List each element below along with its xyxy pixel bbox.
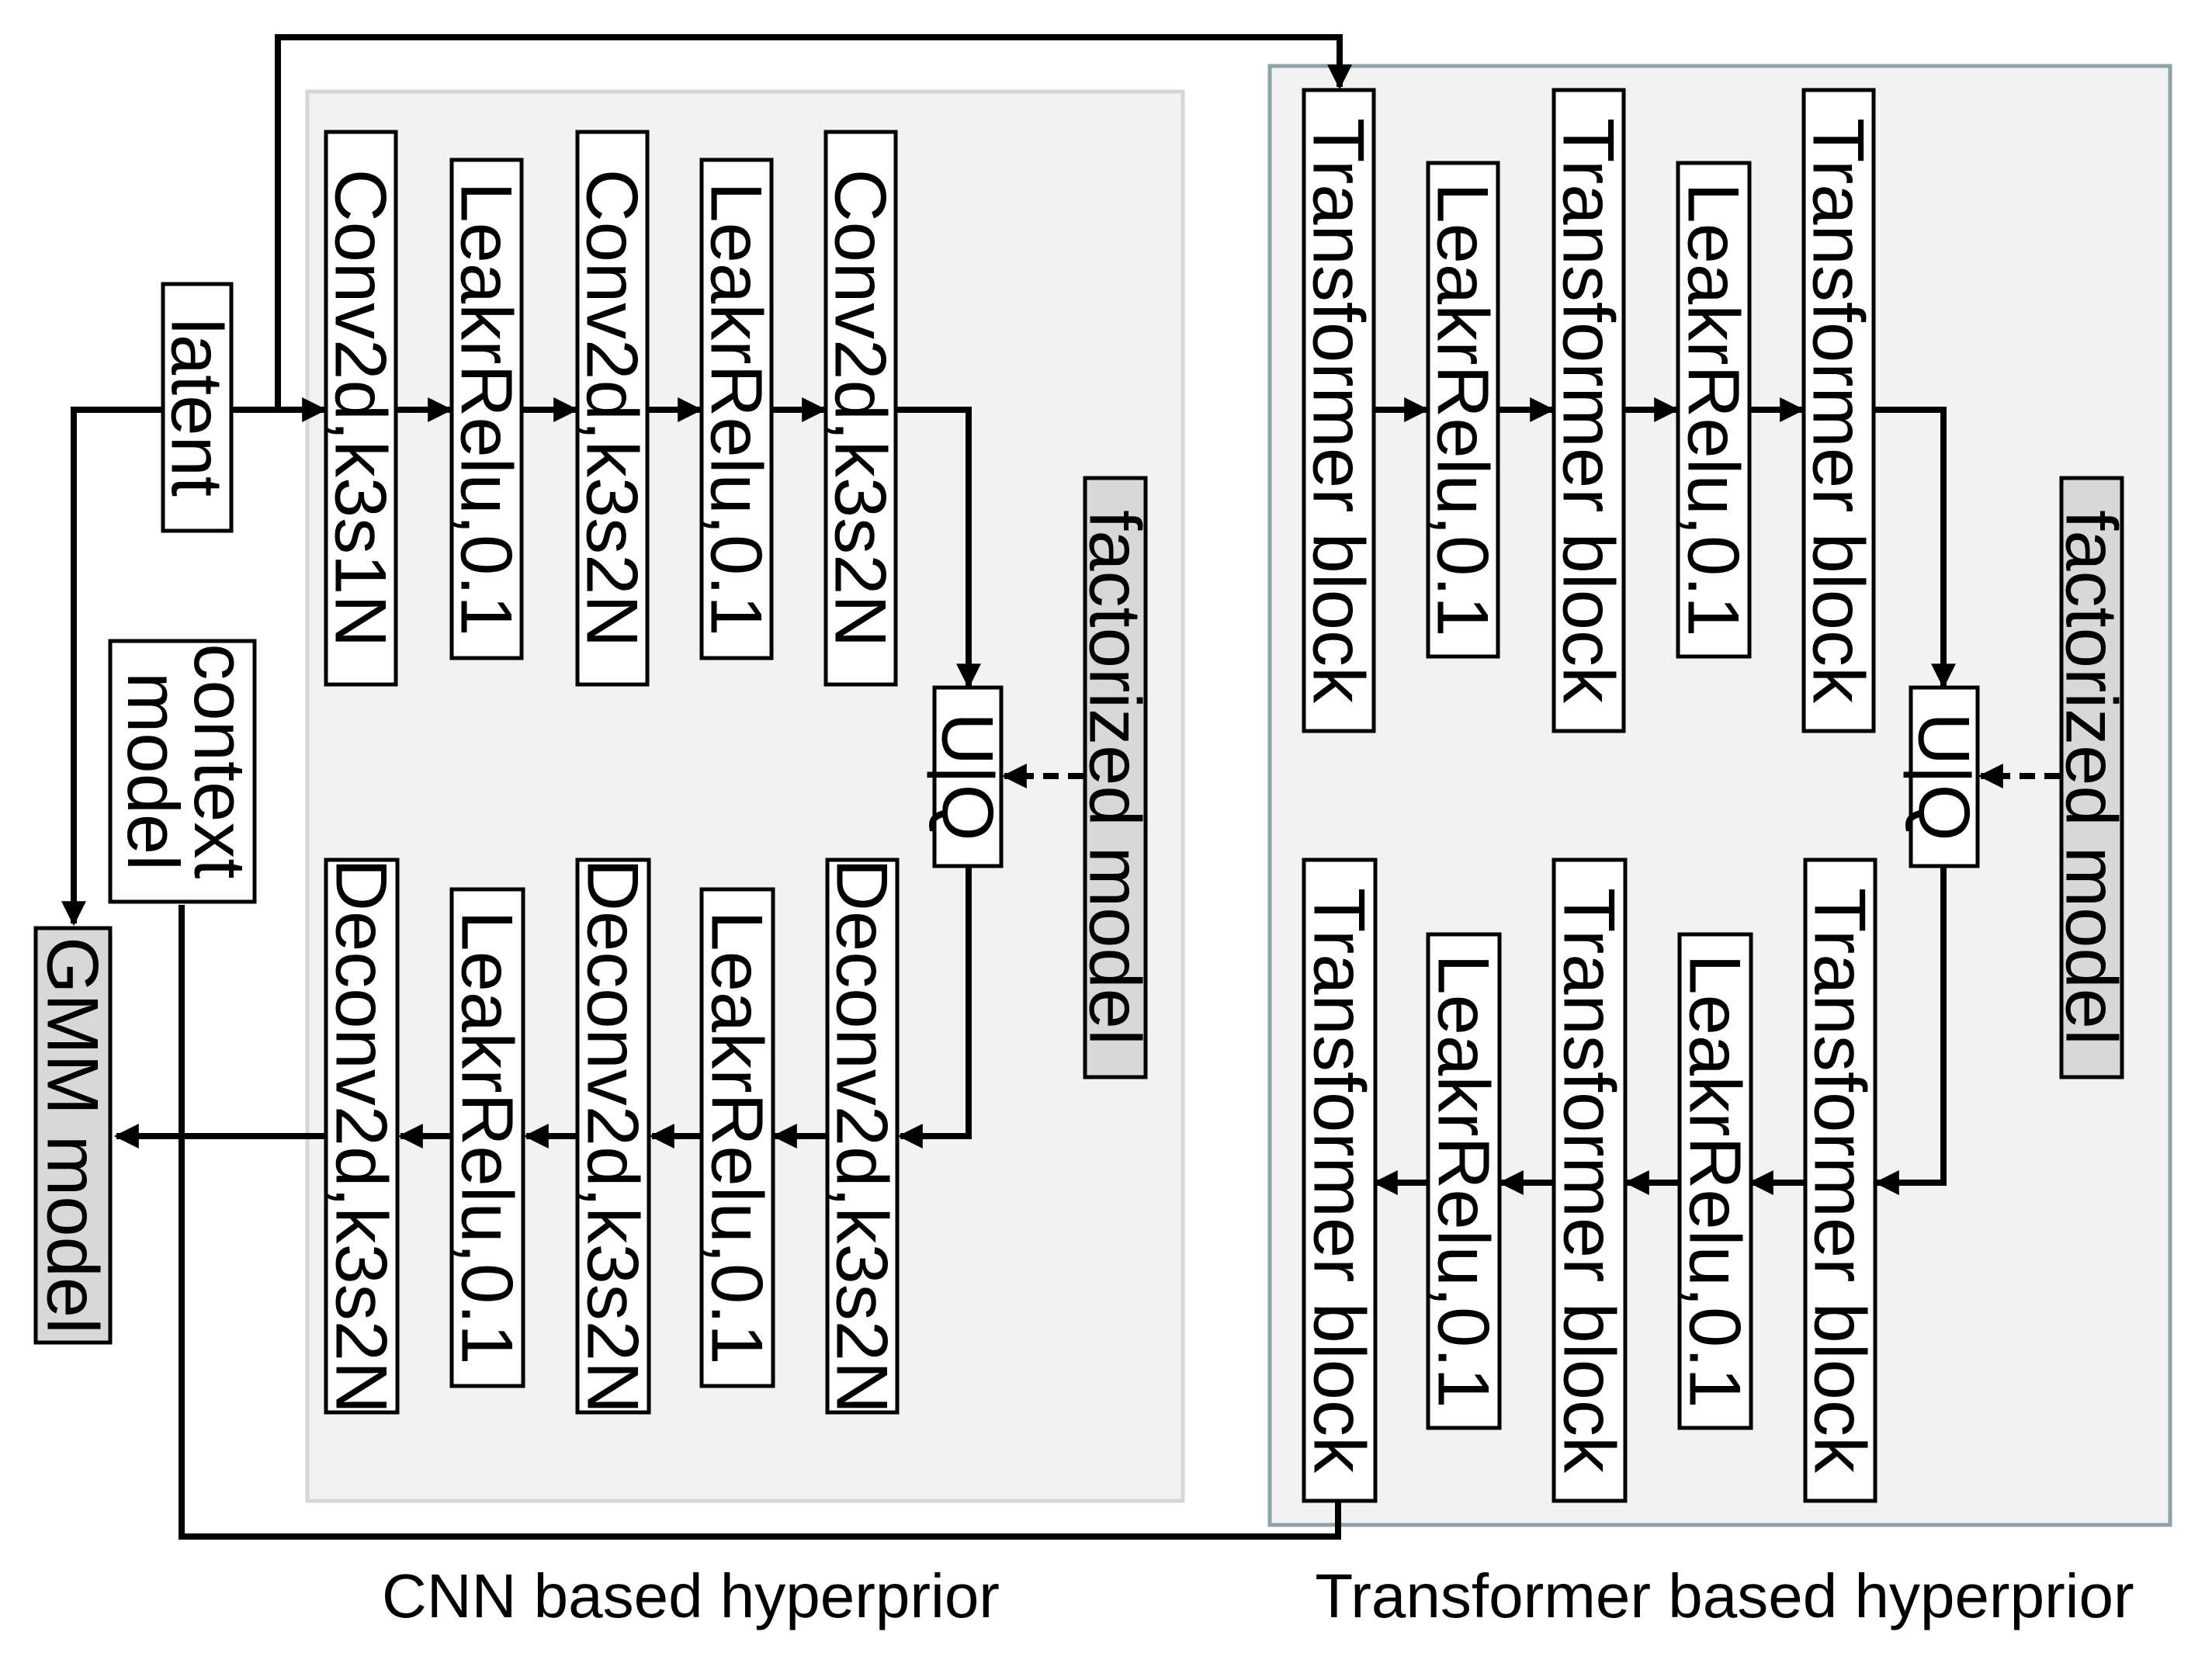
cnn-enc-conv3-label: Conv2d,k3s2N bbox=[820, 169, 902, 648]
cnn-dec-relu2-label: LeakrRelu,0.1 bbox=[447, 910, 529, 1364]
arrow-tr-uq-d1 bbox=[1874, 866, 1947, 1195]
tr-enc-block3-label: Transformer block bbox=[1798, 118, 1880, 704]
connectors bbox=[61, 34, 2060, 1540]
node-tr-enc-relu1: LeakrRelu,0.1 bbox=[1423, 161, 1504, 659]
node-cnn-enc-relu2: LeakrRelu,0.1 bbox=[696, 158, 778, 660]
tr-enc-block1-label: Transformer block bbox=[1298, 118, 1380, 704]
latent-label: latent bbox=[157, 318, 238, 497]
context-model-line2: model bbox=[113, 672, 194, 871]
cnn-dec-deconv3-label: Deconv2d,k3s2N bbox=[321, 858, 403, 1414]
cnn-enc-conv1-label: Conv2d,k3s1N bbox=[321, 169, 402, 648]
node-context-model: context model bbox=[108, 639, 261, 904]
node-gmm-model: GMM model bbox=[33, 926, 114, 1345]
node-cnn-factorized-model: factorized model bbox=[1075, 476, 1156, 1079]
arrow-tr-e5-uq bbox=[1874, 407, 1956, 689]
node-tr-factorized-model: factorized model bbox=[2051, 476, 2133, 1079]
node-tr-enc-relu2: LeakrRelu,0.1 bbox=[1673, 161, 1755, 659]
tr-enc-block2-label: Transformer block bbox=[1548, 118, 1630, 704]
svg-text:context model: context model bbox=[113, 643, 261, 899]
cnn-enc-relu1-label: LeakrRelu,0.1 bbox=[446, 182, 528, 636]
transformer-caption: Transformer based hyperprior bbox=[1315, 1561, 2134, 1630]
tr-enc-relu2-label: LeakrRelu,0.1 bbox=[1673, 182, 1755, 636]
node-latent: latent bbox=[157, 282, 238, 533]
node-cnn-dec-relu2: LeakrRelu,0.1 bbox=[447, 887, 529, 1388]
node-cnn-dec-deconv2: Deconv2d,k3s2N bbox=[573, 858, 654, 1415]
node-cnn-enc-conv3: Conv2d,k3s2N bbox=[820, 130, 902, 687]
node-cnn-enc-conv1: Conv2d,k3s1N bbox=[321, 130, 402, 687]
node-cnn-uq: U|Q bbox=[927, 685, 1009, 868]
node-tr-dec-block1: Transformer block bbox=[1800, 858, 1881, 1503]
tr-dec-relu2-label: LeakrRelu,0.1 bbox=[1423, 954, 1505, 1408]
cnn-enc-conv2-label: Conv2d,k3s2N bbox=[572, 169, 654, 648]
tr-dec-block2-label: Transformer block bbox=[1549, 888, 1631, 1474]
cnn-dec-deconv1-label: Deconv2d,k3s2N bbox=[822, 858, 903, 1414]
node-tr-enc-block1: Transformer block bbox=[1298, 88, 1380, 733]
node-tr-dec-block3: Transformer block bbox=[1299, 858, 1381, 1503]
arrow-latent-to-gmm bbox=[61, 407, 161, 927]
cnn-factorized-label: factorized model bbox=[1075, 510, 1156, 1045]
node-tr-dec-relu1: LeakrRelu,0.1 bbox=[1675, 932, 1756, 1430]
node-cnn-dec-deconv1: Deconv2d,k3s2N bbox=[822, 858, 903, 1415]
line-context-to-transformer bbox=[179, 905, 1341, 1540]
node-tr-uq: U|Q bbox=[1904, 685, 1985, 868]
node-cnn-enc-conv2: Conv2d,k3s2N bbox=[572, 130, 654, 687]
arrow-latent-to-transformer bbox=[275, 34, 1352, 410]
cnn-caption: CNN based hyperprior bbox=[382, 1561, 1000, 1630]
arrow-cnn-uq-d1 bbox=[897, 866, 972, 1149]
tr-uq-label: U|Q bbox=[1904, 712, 1985, 840]
node-cnn-dec-deconv3: Deconv2d,k3s2N bbox=[321, 858, 403, 1415]
gmm-model-label: GMM model bbox=[33, 937, 114, 1334]
node-cnn-dec-relu1: LeakrRelu,0.1 bbox=[697, 887, 778, 1388]
node-tr-dec-block2: Transformer block bbox=[1549, 858, 1631, 1503]
node-tr-enc-block3: Transformer block bbox=[1798, 88, 1880, 733]
tr-enc-relu1-label: LeakrRelu,0.1 bbox=[1423, 182, 1504, 636]
cnn-dec-deconv2-label: Deconv2d,k3s2N bbox=[573, 858, 654, 1414]
node-tr-enc-block2: Transformer block bbox=[1548, 88, 1630, 733]
tr-dec-relu1-label: LeakrRelu,0.1 bbox=[1675, 954, 1756, 1408]
cnn-enc-relu2-label: LeakrRelu,0.1 bbox=[696, 182, 778, 636]
node-cnn-enc-relu1: LeakrRelu,0.1 bbox=[446, 158, 528, 660]
tr-dec-block3-label: Transformer block bbox=[1299, 888, 1381, 1474]
context-model-line1: context bbox=[179, 643, 261, 878]
tr-factorized-label: factorized model bbox=[2051, 510, 2133, 1045]
cnn-dec-relu1-label: LeakrRelu,0.1 bbox=[697, 910, 778, 1364]
tr-dec-block1-label: Transformer block bbox=[1800, 888, 1881, 1474]
arrow-cnn-e5-uq bbox=[896, 407, 981, 689]
node-tr-dec-relu2: LeakrRelu,0.1 bbox=[1423, 932, 1505, 1430]
cnn-uq-label: U|Q bbox=[927, 712, 1009, 840]
